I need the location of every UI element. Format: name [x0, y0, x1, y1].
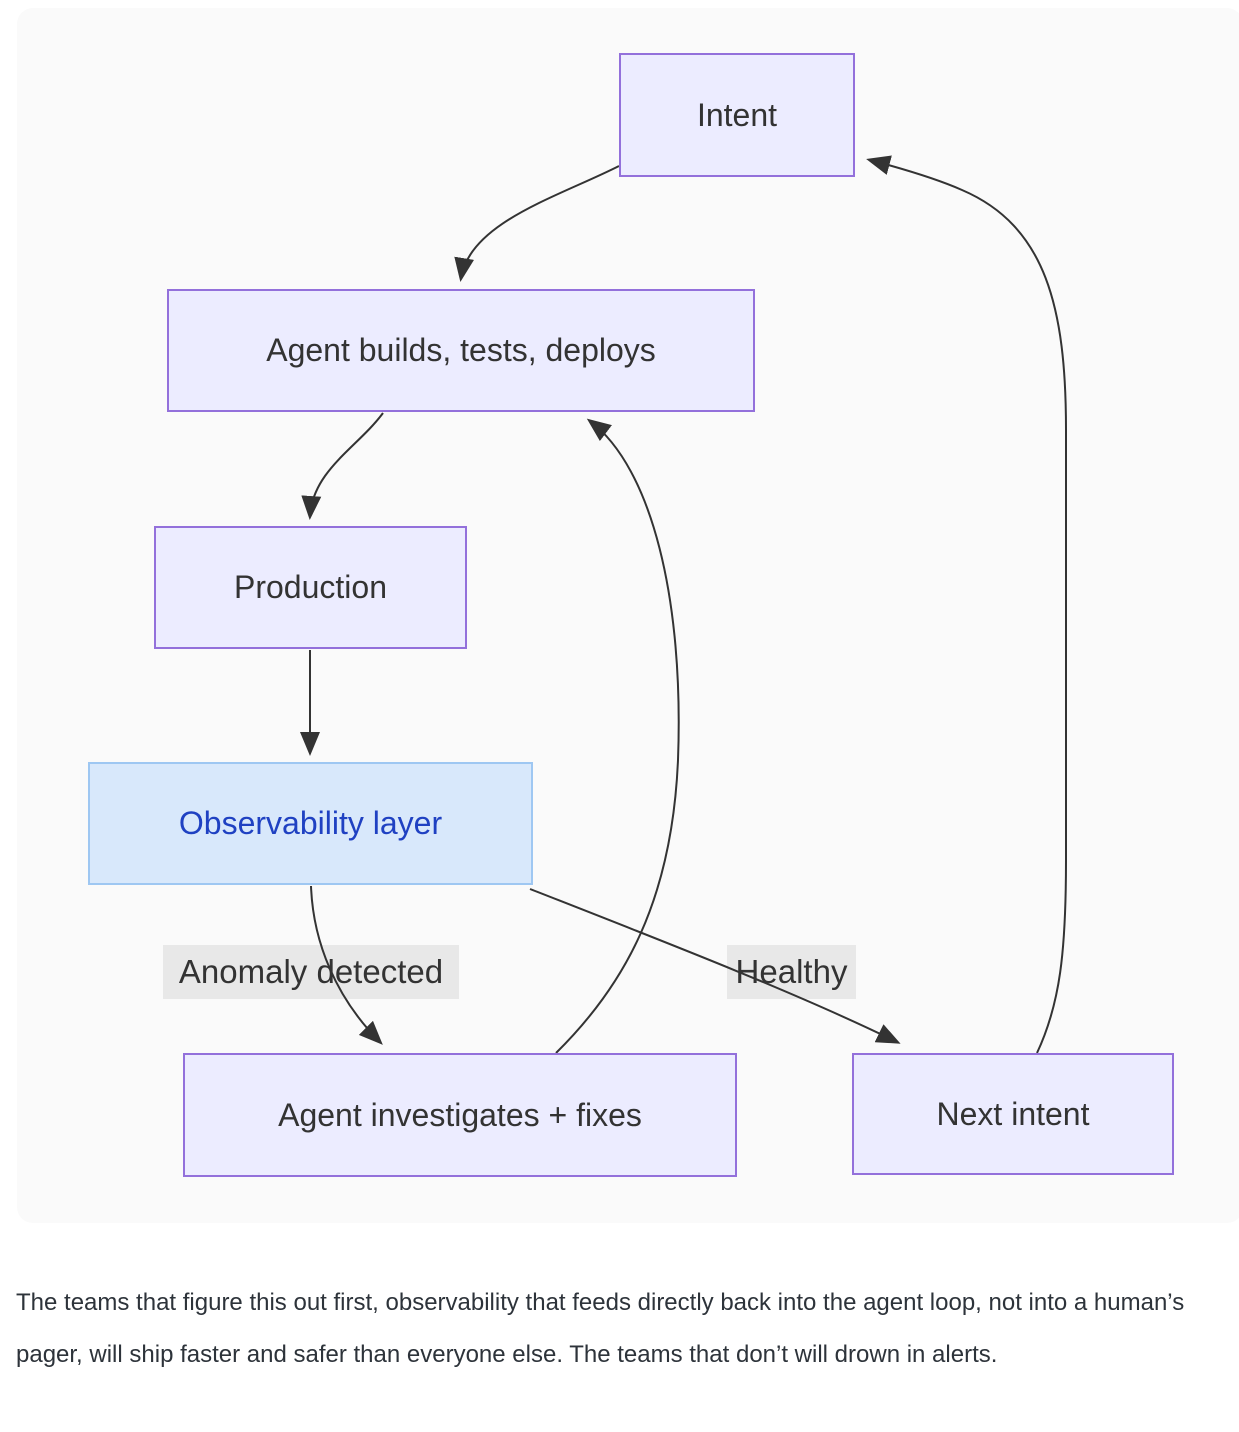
node-agent-investigates-fixes: Agent investigates + fixes: [183, 1053, 737, 1177]
edge-label-anomaly-detected: Anomaly detected: [163, 945, 459, 999]
edge-label-healthy: Healthy: [727, 945, 856, 999]
body-paragraph: The teams that figure this out first, ob…: [16, 1289, 1185, 1368]
node-production: Production: [154, 526, 467, 649]
node-observability-layer: Observability layer: [88, 762, 533, 885]
node-next-intent: Next intent: [852, 1053, 1174, 1175]
node-agent-builds-tests-deploys: Agent builds, tests, deploys: [167, 289, 755, 412]
node-intent: Intent: [619, 53, 855, 177]
